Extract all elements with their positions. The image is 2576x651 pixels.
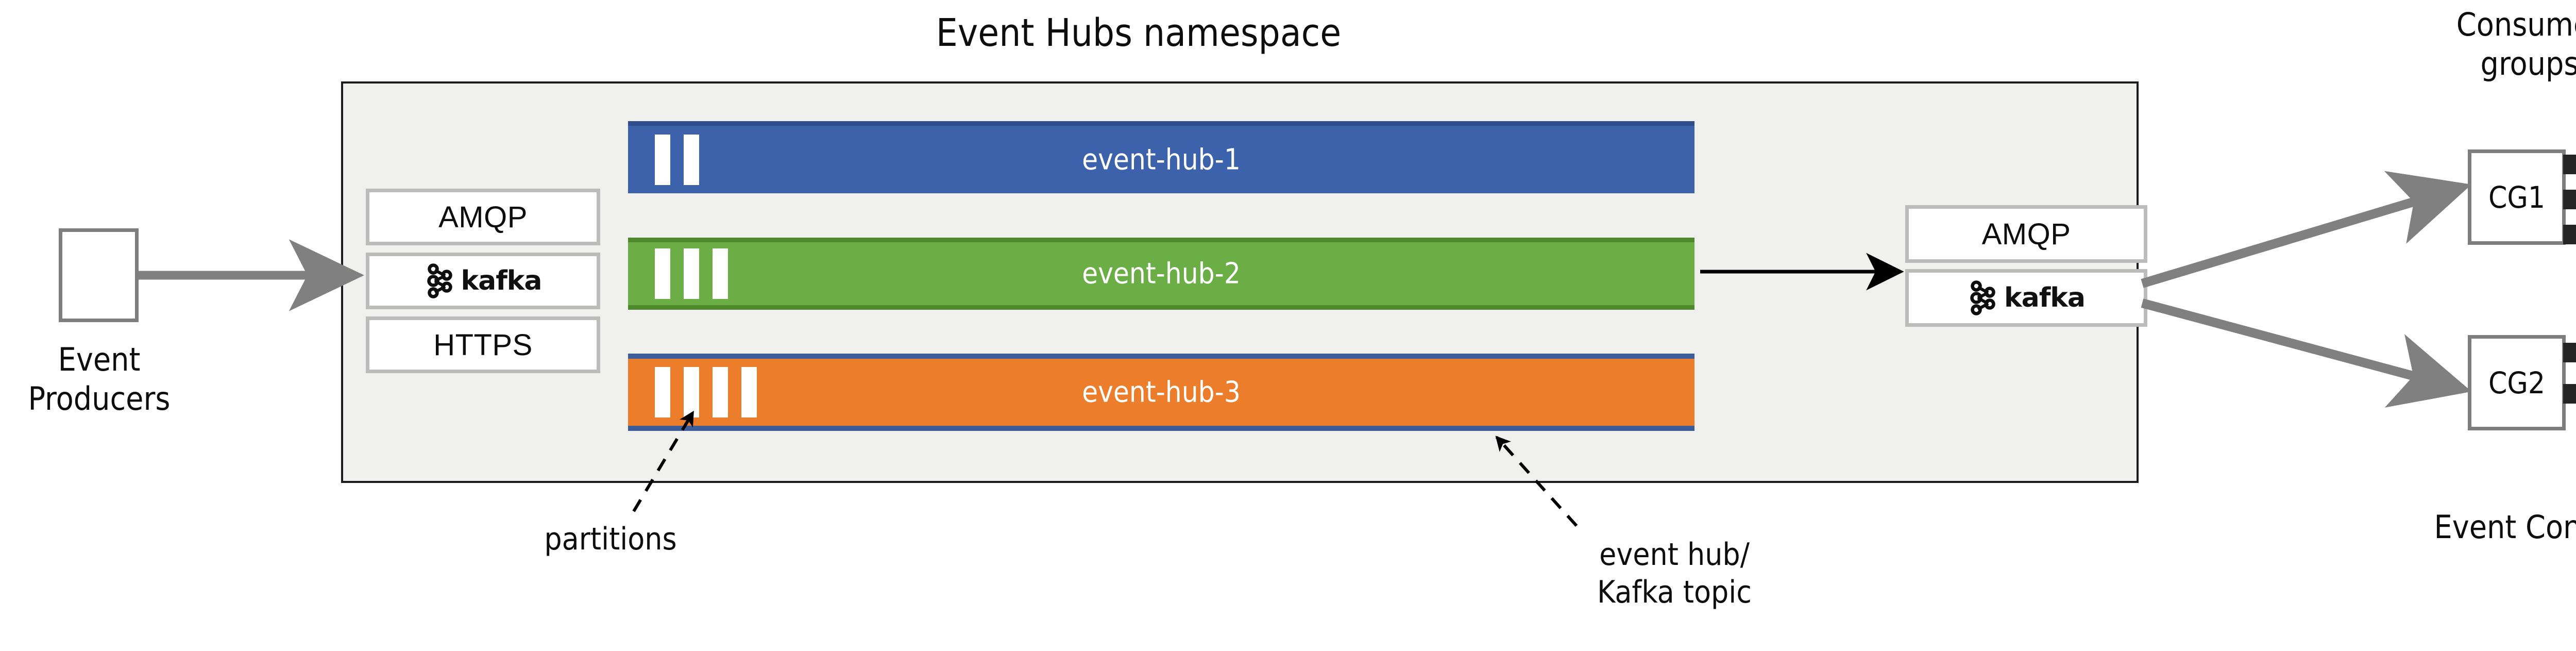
- inbound-protocol-amqp[interactable]: AMQP: [366, 189, 600, 245]
- consumer-group-name: CG1: [2488, 179, 2546, 215]
- consumer-group-name: CG2: [2488, 365, 2546, 400]
- partition: [713, 367, 728, 418]
- page-title: Event Hubs namespace: [936, 10, 1342, 55]
- partitions-annotation-label: partitions: [544, 521, 677, 557]
- event-hub-topic-annotation-label: event hub/ Kafka topic: [1597, 537, 1752, 611]
- event-hub-3[interactable]: event-hub-3: [628, 354, 1694, 431]
- protocol-label: AMQP: [438, 200, 528, 234]
- event-consumers-label: Event Consumers: [2434, 508, 2576, 546]
- partition: [684, 134, 699, 185]
- consumer-instance: [2563, 155, 2576, 174]
- event-producers-label: Event Producers: [28, 341, 171, 418]
- namespace-to-cg2-arrow: [2141, 298, 2472, 408]
- partition-group: [655, 367, 757, 418]
- event-hub-name: event-hub-2: [1082, 257, 1241, 291]
- kafka-icon: [1970, 280, 1995, 315]
- partition: [684, 248, 699, 299]
- event-hub-1[interactable]: event-hub-1: [628, 121, 1694, 193]
- kafka-wordmark: kafka: [2004, 282, 2086, 313]
- partition: [713, 248, 728, 299]
- partition-group: [655, 134, 699, 185]
- inbound-protocol-kafka[interactable]: kafka: [366, 253, 600, 309]
- kafka-logo: kafka: [1968, 279, 2086, 316]
- protocol-label: HTTPS: [433, 328, 533, 362]
- kafka-logo: kafka: [425, 262, 542, 299]
- partition-group: [655, 248, 728, 299]
- partition: [741, 367, 757, 418]
- consumer-instance: [2563, 343, 2576, 362]
- outbound-protocol-amqp[interactable]: AMQP: [1905, 205, 2147, 263]
- consumer-instance: [2563, 225, 2576, 244]
- event-producer-box: [59, 228, 139, 322]
- partition: [655, 367, 670, 418]
- consumer-group-cg2[interactable]: CG2: [2468, 335, 2566, 430]
- partition: [655, 248, 670, 299]
- event-hub-name: event-hub-3: [1082, 375, 1241, 409]
- consumer-instance: [2563, 384, 2576, 404]
- consumer-groups-title: Consumer groups: [2456, 6, 2576, 82]
- partition: [655, 134, 670, 185]
- kafka-icon: [427, 263, 452, 298]
- kafka-wordmark: kafka: [461, 265, 543, 296]
- protocol-label: AMQP: [1981, 217, 2071, 251]
- outbound-protocol-kafka[interactable]: kafka: [1905, 269, 2147, 327]
- consumer-instance: [2563, 190, 2576, 209]
- inbound-protocol-https[interactable]: HTTPS: [366, 316, 600, 373]
- event-hub-name: event-hub-1: [1082, 143, 1241, 176]
- event-hub-2[interactable]: event-hub-2: [628, 238, 1694, 310]
- partition: [684, 367, 699, 418]
- consumer-group-cg1[interactable]: CG1: [2468, 149, 2566, 245]
- namespace-to-cg1-arrow: [2141, 171, 2472, 288]
